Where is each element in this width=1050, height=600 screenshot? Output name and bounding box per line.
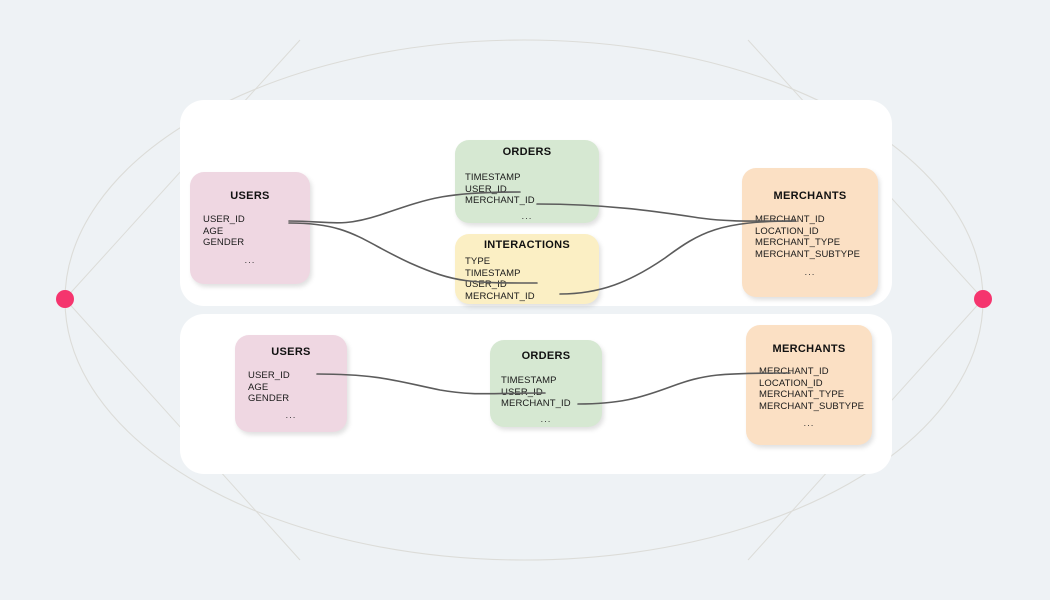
- entity-title: ORDERS: [521, 350, 571, 362]
- entity-field-list: USER_ID AGE GENDER: [235, 358, 347, 405]
- field-timestamp: TIMESTAMP: [501, 375, 557, 386]
- field-timestamp: TIMESTAMP: [465, 172, 521, 183]
- field-merchant-subtype: MERCHANT_SUBTYPE: [755, 248, 861, 260]
- field-merchant-type: MERCHANT_TYPE: [755, 237, 841, 249]
- entity-more-fields: ...: [540, 413, 552, 425]
- field-type: TYPE: [465, 256, 491, 267]
- left-node-dot: [56, 290, 74, 308]
- entity-more-fields: ...: [804, 267, 816, 279]
- entity-title: USERS: [230, 190, 270, 202]
- field-merchant-id: MERCHANT_ID: [465, 290, 535, 302]
- entity-field-list: MERCHANT_ID LOCATION_ID MERCHANT_TYPE ME…: [746, 355, 872, 412]
- field-merchant-id: MERCHANT_ID: [759, 366, 829, 377]
- entity-interactions-top[interactable]: INTERACTIONS TYPE TIMESTAMP USER_ID MERC…: [455, 234, 599, 304]
- field-location-id: LOCATION_ID: [759, 377, 823, 389]
- field-age: AGE: [203, 225, 224, 237]
- field-merchant-id: MERCHANT_ID: [465, 195, 535, 207]
- field-user-id: USER_ID: [501, 386, 543, 398]
- field-gender: GENDER: [203, 237, 245, 249]
- field-gender: GENDER: [248, 393, 290, 405]
- entity-field-list: TIMESTAMP USER_ID MERCHANT_ID: [455, 158, 599, 207]
- entity-merchants-top[interactable]: MERCHANTS MERCHANT_ID LOCATION_ID MERCHA…: [742, 168, 878, 297]
- field-user-id: USER_ID: [203, 214, 245, 225]
- entity-title: ORDERS: [502, 146, 552, 158]
- entity-title: MERCHANTS: [773, 190, 847, 202]
- entity-field-list: TIMESTAMP USER_ID MERCHANT_ID: [490, 362, 602, 410]
- entity-users-top[interactable]: USERS USER_ID AGE GENDER ...: [190, 172, 310, 284]
- field-merchant-id: MERCHANT_ID: [501, 398, 571, 410]
- field-age: AGE: [248, 381, 269, 393]
- entity-more-fields: ...: [244, 254, 256, 266]
- field-user-id: USER_ID: [465, 279, 507, 291]
- field-location-id: LOCATION_ID: [755, 225, 819, 237]
- entity-more-fields: ...: [803, 418, 815, 430]
- entity-more-fields: ...: [521, 210, 533, 222]
- entity-more-fields: ...: [285, 409, 297, 421]
- entity-merchants-bottom[interactable]: MERCHANTS MERCHANT_ID LOCATION_ID MERCHA…: [746, 325, 872, 445]
- entity-title: MERCHANTS: [772, 343, 846, 355]
- field-merchant-id: MERCHANT_ID: [755, 214, 825, 225]
- field-merchant-type: MERCHANT_TYPE: [759, 389, 845, 401]
- entity-field-list: MERCHANT_ID LOCATION_ID MERCHANT_TYPE ME…: [742, 202, 878, 260]
- entity-orders-top[interactable]: ORDERS TIMESTAMP USER_ID MERCHANT_ID ...: [455, 140, 599, 223]
- entity-field-list: USER_ID AGE GENDER: [190, 202, 310, 249]
- entity-title: USERS: [271, 346, 311, 358]
- field-timestamp: TIMESTAMP: [465, 267, 521, 279]
- entity-orders-bottom[interactable]: ORDERS TIMESTAMP USER_ID MERCHANT_ID ...: [490, 340, 602, 427]
- entity-title: INTERACTIONS: [483, 239, 571, 251]
- field-user-id: USER_ID: [465, 183, 507, 195]
- field-user-id: USER_ID: [248, 370, 290, 381]
- entity-field-list: TYPE TIMESTAMP USER_ID MERCHANT_ID: [455, 251, 599, 302]
- right-node-dot: [974, 290, 992, 308]
- field-merchant-subtype: MERCHANT_SUBTYPE: [759, 400, 865, 412]
- entity-users-bottom[interactable]: USERS USER_ID AGE GENDER ...: [235, 335, 347, 432]
